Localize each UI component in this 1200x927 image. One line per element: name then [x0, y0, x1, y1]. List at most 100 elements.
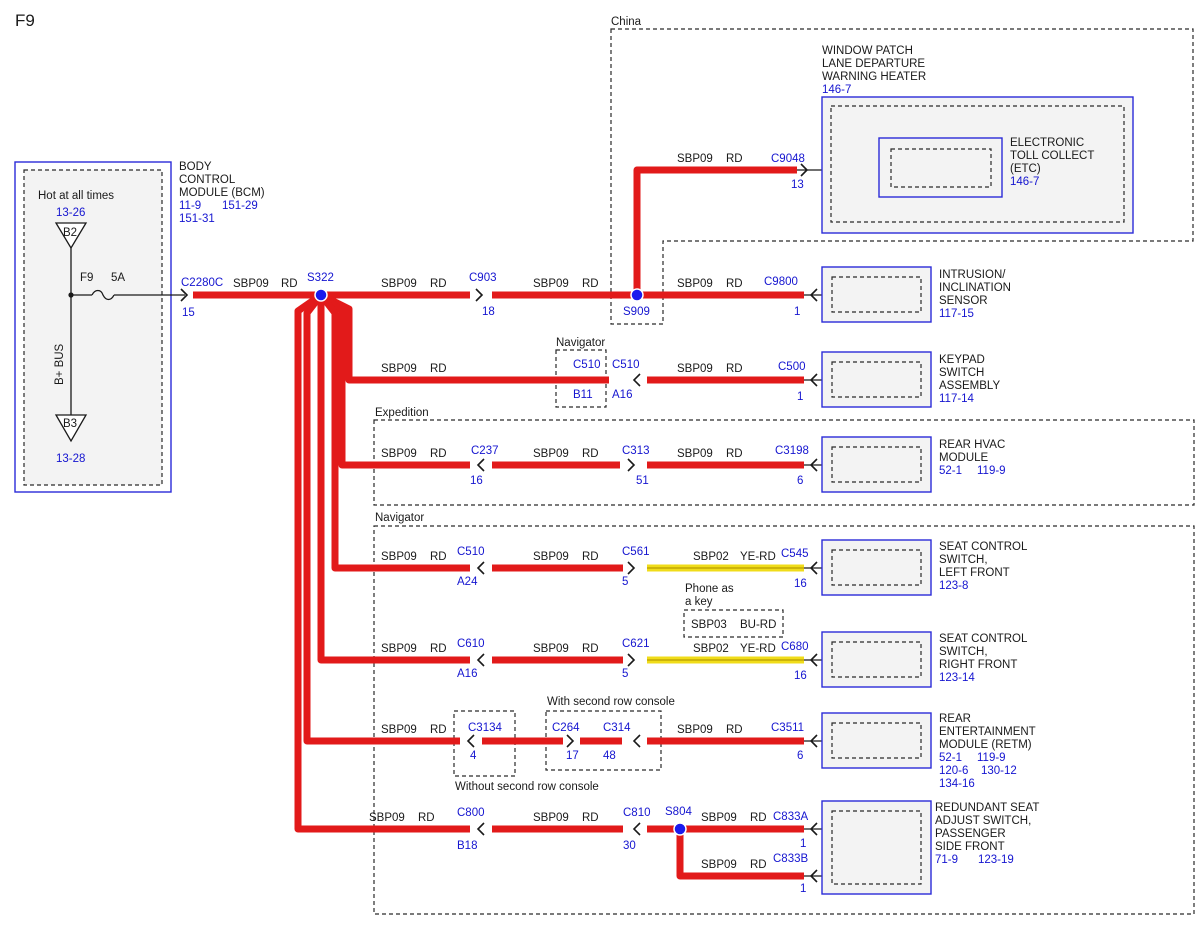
- navigator-region-frame: [373, 525, 1195, 915]
- c510-a24-pin: A24: [457, 576, 478, 588]
- red-wire-group: [193, 166, 804, 880]
- circuit-s322-c610: SBP09: [381, 643, 417, 655]
- retm-box: [821, 712, 932, 769]
- chevron-c9800: [809, 288, 818, 302]
- retm-ref-4: 130-12: [981, 765, 1017, 777]
- bcm-bottom-ref: 13-28: [56, 453, 85, 465]
- retm-ref-3: 120-6: [939, 765, 968, 777]
- connector-labels: C903 18 C9048 13 C9098 1 C9800 1 C510 B1…: [457, 153, 867, 895]
- c561-pin: 5: [622, 576, 628, 588]
- chevron-c510-a16: [632, 373, 641, 387]
- hvac-title-2: MODULE: [939, 452, 989, 464]
- color-s804-c833b: RD: [750, 859, 767, 871]
- intrusion-sensor-box: [821, 266, 932, 323]
- c3511-pin: 6: [797, 750, 803, 762]
- bcm-title-1: BODY: [179, 161, 212, 173]
- s804-label: S804: [665, 806, 692, 818]
- phone-as-key-label-2: a key: [685, 596, 713, 608]
- color-c561-c545: YE-RD: [740, 551, 776, 563]
- splice-s909: [630, 288, 644, 302]
- b3-terminal-label: B3: [63, 418, 77, 430]
- etc-title-3: (ETC): [1010, 163, 1041, 175]
- c833b-id: C833B: [773, 853, 808, 865]
- color-c510-c561: RD: [582, 551, 599, 563]
- c313-pin: 51: [636, 475, 649, 487]
- retm-title-2: ENTERTAINMENT: [939, 726, 1036, 738]
- c903-id: C903: [469, 272, 497, 284]
- circuit-c314-c3511: SBP09: [677, 724, 713, 736]
- wire-s322-to-c510-a24: [318, 292, 470, 572]
- etc-ref: 146-7: [1010, 176, 1039, 188]
- c621-id: C621: [622, 638, 650, 650]
- window-heater-title-1: WINDOW PATCH: [822, 45, 913, 57]
- s909-label: S909: [623, 306, 650, 318]
- etc-box: [878, 137, 1003, 198]
- chevron-c237: [476, 458, 485, 472]
- chevron-c833a: [809, 822, 818, 836]
- color-s322-c237: RD: [430, 448, 447, 460]
- navigator-label: Navigator: [375, 512, 424, 524]
- wire-s804-to-c833b: [676, 829, 804, 880]
- keypad-title-3: ASSEMBLY: [939, 380, 1000, 392]
- retm-title-3: MODULE (RETM): [939, 739, 1032, 751]
- s322-label: S322: [307, 272, 334, 284]
- seat-lf-ref: 123-8: [939, 580, 968, 592]
- keypad-switch-box: [821, 351, 932, 408]
- c3198-pin: 6: [797, 475, 803, 487]
- retm-title-1: REAR: [939, 713, 971, 725]
- wire-s909-to-c9048: [633, 166, 797, 295]
- color-c314-c3511: RD: [726, 724, 743, 736]
- circuit-c610-c621: SBP09: [533, 643, 569, 655]
- color-s322-c610: RD: [430, 643, 447, 655]
- chevron-c680: [809, 653, 818, 667]
- redundant-title-4: SIDE FRONT: [935, 841, 1005, 853]
- rear-hvac-box: [821, 436, 932, 493]
- keypad-ref: 117-14: [939, 393, 975, 405]
- chevron-c3198: [809, 458, 818, 472]
- page-label: F9: [15, 11, 35, 30]
- chevron-c510-a24: [476, 561, 485, 575]
- c3134-id: C3134: [468, 722, 502, 734]
- fuse-f9-symbol: [91, 289, 115, 301]
- c500-id: C500: [778, 361, 806, 373]
- seat-switch-rf-inner: [831, 641, 922, 678]
- keypad-title-2: SWITCH: [939, 367, 984, 379]
- fuse-label: F9: [80, 272, 93, 284]
- intrusion-sensor-inner: [831, 276, 922, 313]
- etc-inner: [890, 148, 992, 188]
- c3134-pin: 4: [470, 750, 477, 762]
- color-s322-c510: RD: [430, 363, 447, 375]
- bcm-ref-1: 11-9: [179, 200, 201, 212]
- c510-a16-pin: A16: [612, 389, 632, 401]
- chevron-c561: [627, 561, 636, 575]
- bcm-title-3: MODULE (BCM): [179, 187, 265, 199]
- intrusion-title-2: INCLINATION: [939, 282, 1011, 294]
- window-heater-title-2: LANE DEPARTURE: [822, 58, 925, 70]
- c510-a16-id: C510: [612, 359, 640, 371]
- circuit-phone-key: SBP03: [691, 619, 727, 631]
- bcm-inner-box: [23, 169, 163, 486]
- seat-rf-title-2: SWITCH,: [939, 646, 988, 658]
- color-c9048: RD: [726, 153, 743, 165]
- c800-id: C800: [457, 807, 485, 819]
- chevron-c264: [566, 734, 575, 748]
- etc-title-2: TOLL COLLECT: [1010, 150, 1094, 162]
- intrusion-ref: 117-15: [939, 308, 974, 320]
- seat-rf-title-3: RIGHT FRONT: [939, 659, 1017, 671]
- c610-pin: A16: [457, 668, 477, 680]
- circuit-bcm-s322: SBP09: [233, 278, 269, 290]
- c810-pin: 30: [623, 840, 636, 852]
- circuit-s322-c903: SBP09: [381, 278, 417, 290]
- c237-pin: 16: [470, 475, 483, 487]
- c3511-id: C3511: [771, 722, 804, 734]
- wire-s322-to-c800: [294, 292, 470, 833]
- chevron-c610: [476, 653, 485, 667]
- chevron-c3511: [809, 734, 818, 748]
- color-c610-c621: RD: [582, 643, 599, 655]
- circuit-c621-c680: SBP02: [693, 643, 729, 655]
- without-second-row-label: Without second row console: [455, 781, 599, 793]
- c680-pin: 16: [794, 670, 807, 682]
- circuit-s804-c833a: SBP09: [701, 812, 737, 824]
- seat-switch-lf-inner: [831, 549, 922, 586]
- color-c510-c500: RD: [726, 363, 743, 375]
